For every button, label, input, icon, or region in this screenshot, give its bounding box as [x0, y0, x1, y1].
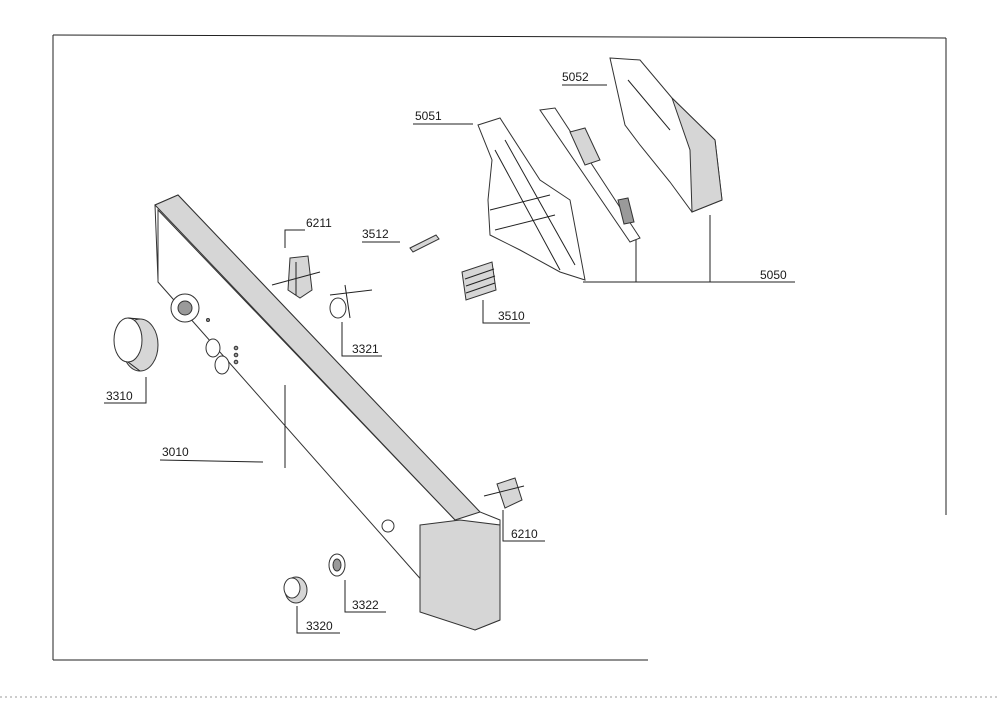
part-labels: 5052 5051 6211 3512 5050 3510 3321 3310 … [106, 70, 787, 633]
drawing-frame [0, 34, 1000, 698]
leader-lines [104, 84, 795, 634]
cover-5052 [609, 57, 723, 213]
label-6210: 6210 [511, 527, 538, 541]
label-5051: 5051 [415, 109, 442, 123]
bracket-5051 [477, 117, 586, 281]
knob-3310 [113, 317, 159, 372]
switch-6211 [271, 255, 321, 299]
selector-3321 [329, 284, 373, 319]
label-5052: 5052 [562, 70, 589, 84]
label-3320: 3320 [306, 619, 333, 633]
switch-6210 [483, 477, 525, 509]
label-3310: 3310 [106, 389, 133, 403]
label-3512: 3512 [362, 227, 389, 241]
label-5050: 5050 [760, 268, 787, 282]
circuit-board-5050 [539, 107, 641, 243]
label-3010: 3010 [162, 445, 189, 459]
connector-3510 [461, 261, 497, 301]
pin-3512 [409, 234, 440, 253]
label-6211: 6211 [306, 216, 332, 230]
label-3510: 3510 [498, 309, 525, 323]
label-3321: 3321 [352, 342, 379, 356]
label-3322: 3322 [352, 598, 379, 612]
button-3322 [328, 553, 346, 577]
cap-3320 [283, 576, 308, 604]
control-panel-3010 [154, 194, 501, 631]
